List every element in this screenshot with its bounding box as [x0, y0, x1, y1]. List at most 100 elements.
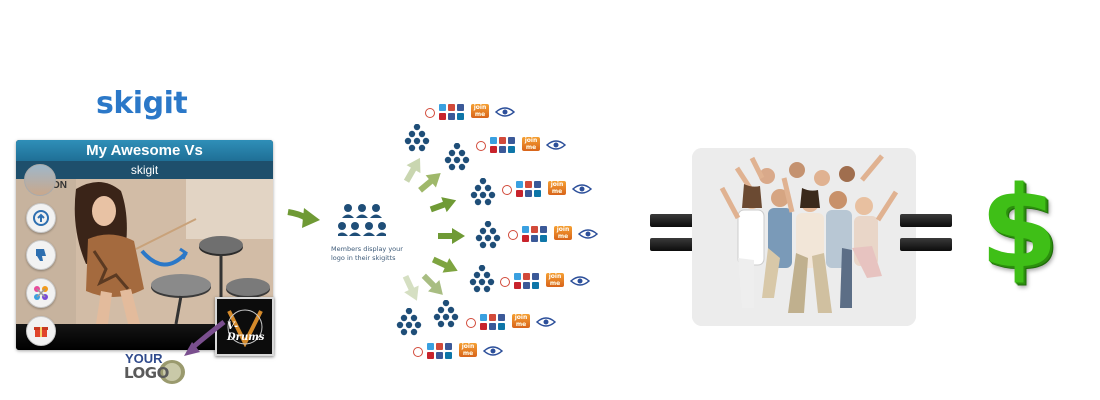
comment-icon: [425, 108, 435, 118]
youtube-icon: [525, 181, 532, 188]
v-drums-logo-icon: [226, 309, 263, 347]
gift-button[interactable]: [26, 316, 56, 346]
avatar[interactable]: [24, 164, 56, 196]
flickr-icon: [436, 352, 443, 359]
audience-group-icon: [470, 178, 496, 206]
twitter-icon: [516, 181, 523, 188]
facebook-icon: [508, 137, 515, 144]
pinterest-icon: [439, 113, 446, 120]
equals-sign-1-bottom: [650, 238, 704, 251]
eye-icon: [546, 140, 566, 150]
flickr-icon: [525, 190, 532, 197]
pinterest-icon: [514, 282, 521, 289]
share-button[interactable]: [26, 203, 56, 233]
flickr-icon: [523, 282, 530, 289]
twitter-icon: [490, 137, 497, 144]
audience-group-icon: [396, 308, 422, 336]
twitter-icon: [514, 273, 521, 280]
eye-icon: [572, 184, 592, 194]
eye-icon: [578, 229, 598, 239]
partial-top-text: ON: [52, 180, 67, 191]
your-logo-line2: LOGO: [124, 364, 169, 382]
flickr-icon: [499, 146, 506, 153]
youtube-icon: [499, 137, 506, 144]
fan-arrow: [403, 157, 421, 183]
network-icon: [34, 286, 48, 300]
fan-arrow: [418, 173, 441, 193]
brand-logo-badge[interactable]: V-Drums: [215, 297, 274, 356]
skigit-watermark: skigit: [96, 86, 188, 121]
fan-arrow: [421, 273, 443, 295]
card-title: My Awesome Vs: [16, 140, 273, 161]
me-label: me: [549, 280, 561, 287]
facebook-icon: [498, 314, 505, 321]
audience-group-icon: [475, 221, 501, 249]
join-label: join: [514, 314, 528, 321]
fan-arrow: [402, 274, 419, 301]
pinterest-icon: [522, 235, 529, 242]
me-label: me: [525, 144, 537, 151]
brand-logo-text: V-Drums: [227, 321, 265, 343]
linkedin-icon: [540, 235, 547, 242]
facebook-icon: [532, 273, 539, 280]
linkedin-icon: [457, 113, 464, 120]
eye-icon: [536, 317, 556, 327]
eye-icon: [495, 107, 515, 117]
linkedin-icon: [498, 323, 505, 330]
dislike-button[interactable]: [26, 240, 56, 270]
comment-icon: [508, 230, 518, 240]
join-label: join: [556, 226, 570, 233]
linkedin-icon: [445, 352, 452, 359]
dollar-sign-icon: $: [980, 163, 1058, 293]
your-logo-circle: [159, 360, 185, 384]
members-caption: Members display your logo in their skigi…: [331, 245, 403, 262]
facebook-icon: [445, 343, 452, 350]
comment-icon: [502, 185, 512, 195]
happy-crowd-photo: [692, 148, 916, 326]
twitter-icon: [522, 226, 529, 233]
comment-icon: [476, 141, 486, 151]
youtube-icon: [436, 343, 443, 350]
linkedin-icon: [534, 190, 541, 197]
connect-button[interactable]: [26, 278, 56, 308]
flickr-icon: [448, 113, 455, 120]
crowd-illustration: [692, 148, 916, 326]
audience-group-icon: [404, 124, 430, 152]
gift-icon: [34, 327, 48, 337]
your-logo-line1: YOUR: [125, 351, 163, 366]
facebook-icon: [534, 181, 541, 188]
comment-icon: [500, 277, 510, 287]
audience-group-icon: [433, 300, 459, 328]
facebook-icon: [457, 104, 464, 111]
fan-arrow: [438, 228, 465, 244]
comment-icon: [413, 347, 423, 357]
youtube-icon: [448, 104, 455, 111]
comment-icon: [466, 318, 476, 328]
youtube-icon: [531, 226, 538, 233]
pinterest-icon: [480, 323, 487, 330]
members-group-icon: [338, 204, 386, 236]
youtube-icon: [523, 273, 530, 280]
youtube-icon: [489, 314, 496, 321]
me-label: me: [551, 188, 563, 195]
flickr-icon: [531, 235, 538, 242]
join-label: join: [524, 137, 538, 144]
me-label: me: [474, 111, 486, 118]
card-subtitle: skigit: [16, 161, 273, 179]
equals-sign-2-top: [900, 214, 952, 227]
equals-sign-2-bottom: [900, 238, 952, 251]
join-label: join: [550, 181, 564, 188]
pinterest-icon: [490, 146, 497, 153]
facebook-icon: [540, 226, 547, 233]
